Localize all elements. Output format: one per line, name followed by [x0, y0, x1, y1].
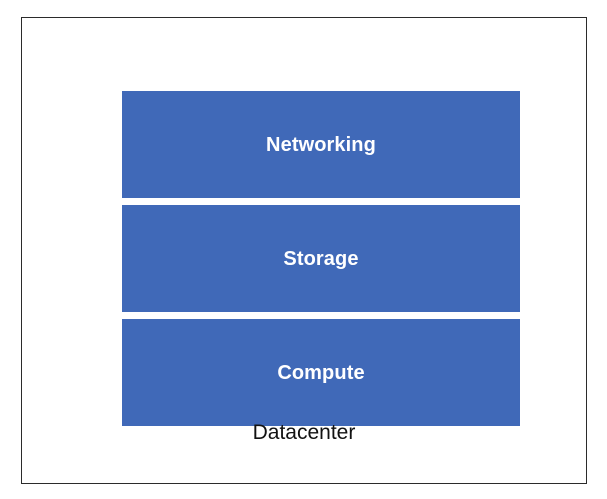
- layer-label-storage: Storage: [283, 247, 359, 270]
- datacenter-container: Networking Storage Compute: [21, 17, 587, 484]
- layer-label-compute: Compute: [277, 361, 365, 384]
- datacenter-caption-label: Datacenter: [252, 421, 356, 444]
- layer-label-networking: Networking: [266, 133, 376, 156]
- layer-box-networking[interactable]: Networking: [122, 91, 520, 198]
- layer-box-compute[interactable]: Compute: [122, 319, 520, 426]
- layer-box-storage[interactable]: Storage: [122, 205, 520, 312]
